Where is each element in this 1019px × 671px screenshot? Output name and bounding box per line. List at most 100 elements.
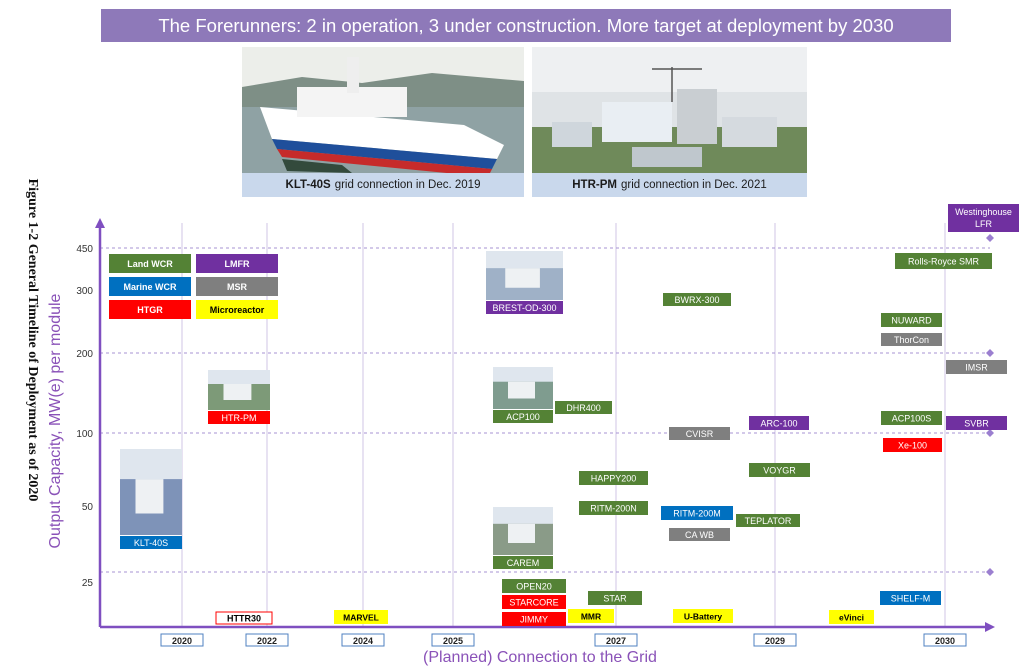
htr-pm-plant-image	[532, 47, 807, 197]
htr-pm-caption-text: grid connection in Dec. 2021	[620, 179, 767, 191]
x-tick-label-2022: 2022	[257, 636, 277, 646]
thumbnail-sky	[486, 251, 563, 269]
x-tick-label-2020: 2020	[172, 636, 192, 646]
point-box	[881, 411, 942, 425]
y-axis-arrow	[95, 218, 105, 228]
point-label: HTTR30	[227, 613, 261, 623]
point-box	[749, 463, 810, 477]
point-box	[663, 293, 731, 306]
point-box	[502, 579, 566, 593]
acp100-thumbnail	[493, 367, 553, 409]
thumbnail-building	[223, 384, 252, 400]
point-box	[502, 612, 566, 626]
thumbnail-sky	[493, 367, 553, 382]
point-cvisr: CVISR	[669, 427, 730, 440]
point-label: IMSR	[965, 362, 988, 372]
gridline-end-marker-0	[986, 234, 994, 242]
point-label: VOYGR	[763, 465, 796, 475]
legend-entry-marine-wcr: Marine WCR	[109, 277, 191, 296]
point-svbr: SVBR	[946, 416, 1007, 430]
point-label: ARC-100	[760, 418, 797, 428]
x-tick-box	[341, 633, 385, 647]
htr-pm-caption-bold: HTR-PM	[572, 179, 617, 191]
legend-label: Land WCR	[127, 259, 173, 269]
point-box	[120, 536, 182, 549]
point-label-line1: Westinghouse	[955, 207, 1012, 217]
x-tick-label-2025: 2025	[443, 636, 463, 646]
point-label: Rolls-Royce SMR	[908, 256, 980, 266]
point-dhr400: DHR400	[555, 401, 612, 414]
point-box	[829, 610, 874, 624]
point-u-battery: U-Battery	[673, 609, 733, 623]
gridline-end-marker-2	[986, 429, 994, 437]
x-tick-2025: 2025	[431, 633, 475, 647]
point-marvel: MARVEL	[334, 610, 388, 624]
point-box	[588, 591, 642, 605]
point-xe-100: Xe-100	[883, 438, 942, 452]
point-htr-pm: HTR-PM	[208, 411, 270, 424]
x-axis-label: (Planned) Connection to the Grid	[423, 649, 657, 666]
legend-swatch	[109, 300, 191, 319]
klt-40s-caption-bold: KLT-40S	[285, 179, 331, 191]
point-label: STAR	[603, 593, 627, 603]
floating-plant-image	[242, 47, 524, 197]
point-box	[880, 591, 941, 605]
point-httr30: HTTR30	[215, 611, 273, 625]
x-tick-label-2027: 2027	[606, 636, 626, 646]
point-label: CAREM	[507, 558, 540, 568]
legend-entry-lmfr: LMFR	[196, 254, 278, 273]
point-shelf-m: SHELF-M	[880, 591, 941, 605]
point-label: eVinci	[839, 612, 864, 622]
legend-swatch	[196, 277, 278, 296]
point-label-line2: LFR	[975, 219, 993, 229]
point-ritm-200n: RITM-200N	[579, 501, 648, 515]
point-label: RITM-200N	[590, 503, 637, 513]
point-evinci: eVinci	[829, 610, 874, 624]
x-axis-arrow	[985, 622, 995, 632]
legend-swatch	[109, 254, 191, 273]
x-tick-2024: 2024	[341, 633, 385, 647]
legend-label: Marine WCR	[123, 282, 177, 292]
point-open20: OPEN20	[502, 579, 566, 593]
point-box	[669, 427, 730, 440]
reactor-thumbnails	[120, 251, 563, 555]
point-arc-100: ARC-100	[749, 416, 809, 430]
point-box	[883, 438, 942, 452]
point-box	[502, 595, 566, 609]
point-label: HTR-PM	[222, 413, 257, 423]
thumbnail-building	[135, 479, 164, 514]
point-teplator: TEPLATOR	[736, 514, 800, 527]
thumbnail-sky	[120, 449, 182, 480]
point-box	[736, 514, 800, 527]
point-label: STARCORE	[509, 597, 558, 607]
legend-label: HTGR	[137, 305, 163, 315]
point-box	[673, 609, 733, 623]
point-ca-wb: CA WB	[669, 528, 730, 541]
point-nuward: NUWARD	[881, 313, 942, 327]
point-label: TEPLATOR	[745, 516, 792, 526]
point-label: HAPPY200	[591, 473, 637, 483]
legend-entry-msr: MSR	[196, 277, 278, 296]
point-label: OPEN20	[516, 581, 552, 591]
carem-thumbnail	[493, 507, 553, 555]
point-box	[486, 301, 563, 314]
point-box	[208, 411, 270, 424]
point-ritm-200m: RITM-200M	[661, 506, 733, 520]
legend-label: LMFR	[225, 259, 250, 269]
point-label: U-Battery	[684, 611, 723, 621]
point-label: ACP100	[506, 412, 540, 422]
y-tick-label-200: 200	[76, 349, 93, 360]
point-acp100: ACP100	[493, 410, 553, 423]
thumbnail-sky	[208, 370, 270, 384]
legend-swatch	[196, 254, 278, 273]
point-label: DHR400	[566, 403, 601, 413]
klt-40s-thumbnail	[120, 449, 182, 535]
point-label: RITM-200M	[673, 508, 721, 518]
htr-pm-caption: HTR-PM grid connection in Dec. 2021	[532, 173, 807, 197]
point-box	[948, 204, 1019, 232]
x-tick-label-2030: 2030	[935, 636, 955, 646]
